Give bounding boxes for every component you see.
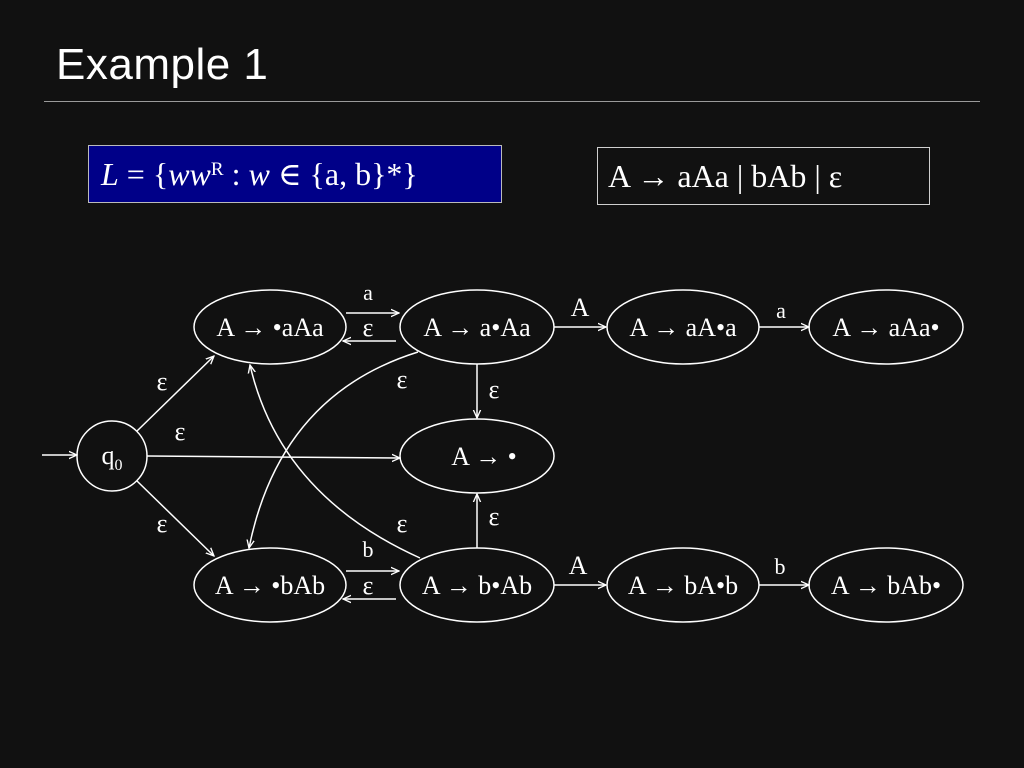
state-s7-label: A → b•Ab bbox=[422, 571, 532, 600]
state-s8: A → bA•b bbox=[606, 547, 760, 623]
language-reverse-superscript: R bbox=[210, 159, 224, 180]
state-s2-label: A → a•Aa bbox=[423, 313, 531, 342]
state-s7: A → b•Ab bbox=[399, 547, 555, 623]
state-s3: A → aA•a bbox=[606, 289, 760, 365]
grammar-rule-box: A → aAa | bAb | ε bbox=[597, 147, 930, 205]
edge-label-s7-s6: ε bbox=[363, 571, 374, 600]
state-s1: A → •aAa bbox=[193, 289, 347, 365]
state-q0: q0 bbox=[76, 420, 148, 492]
language-alphabet: ∈ {a, b}*} bbox=[269, 156, 418, 192]
edge-label-s2-s6: ε bbox=[397, 365, 408, 394]
state-s6: A → •bAb bbox=[193, 547, 347, 623]
edge-label-s2-s5: ε bbox=[489, 375, 500, 404]
language-symbol: L bbox=[101, 156, 119, 192]
state-s4: A → aAa• bbox=[808, 289, 964, 365]
edge-s7-s1 bbox=[250, 365, 421, 559]
edge-label-s7-s8: A bbox=[569, 551, 588, 580]
edge-label-q0-s5: ε bbox=[175, 417, 186, 446]
state-s3-label: A → aA•a bbox=[629, 313, 737, 342]
edge-s2-s6 bbox=[249, 351, 419, 548]
state-s4-label: A → aAa• bbox=[832, 313, 939, 342]
language-definition-box: L = {wwR : w ∈ {a, b}*} bbox=[88, 145, 502, 203]
state-s8-label: A → bA•b bbox=[628, 571, 738, 600]
state-q0-label: q bbox=[102, 441, 115, 470]
edge-label-s2-s3: A bbox=[571, 293, 590, 322]
edge-label-s8-s9: b bbox=[775, 554, 786, 579]
state-q0-subscript: 0 bbox=[115, 457, 123, 474]
state-s9: A → bAb• bbox=[808, 547, 964, 623]
state-s1-label: A → •aAa bbox=[216, 313, 324, 342]
edge-q0-s6 bbox=[136, 480, 214, 556]
edge-label-s1-s2: a bbox=[363, 280, 373, 305]
state-s6-label: A → •bAb bbox=[215, 571, 325, 600]
language-equals: = { bbox=[118, 156, 169, 192]
edge-label-q0-s1: ε bbox=[157, 367, 168, 396]
edge-label-s7-s1: ε bbox=[397, 509, 408, 538]
state-s5: A → • bbox=[399, 418, 555, 494]
grammar-rule: A → aAa | bAb | ε bbox=[608, 158, 843, 194]
edge-label-s6-s7: b bbox=[363, 537, 374, 562]
slide-title: Example 1 bbox=[56, 40, 269, 89]
title-divider bbox=[44, 101, 980, 102]
state-s5-label: A → • bbox=[451, 442, 516, 471]
svg-text:q0: q0 bbox=[102, 441, 123, 474]
edge-label-s3-s4: a bbox=[776, 298, 786, 323]
edge-q0-s5 bbox=[146, 456, 400, 458]
edge-q0-s1 bbox=[136, 356, 214, 432]
language-ww: ww bbox=[168, 156, 211, 192]
language-colon: : bbox=[223, 156, 249, 192]
edge-label-s2-s1: ε bbox=[363, 313, 374, 342]
edge-label-s7-s5: ε bbox=[489, 502, 500, 531]
language-w: w bbox=[248, 156, 270, 192]
state-s9-label: A → bAb• bbox=[831, 571, 941, 600]
state-s2: A → a•Aa bbox=[399, 289, 555, 365]
edge-label-q0-s6: ε bbox=[157, 509, 168, 538]
